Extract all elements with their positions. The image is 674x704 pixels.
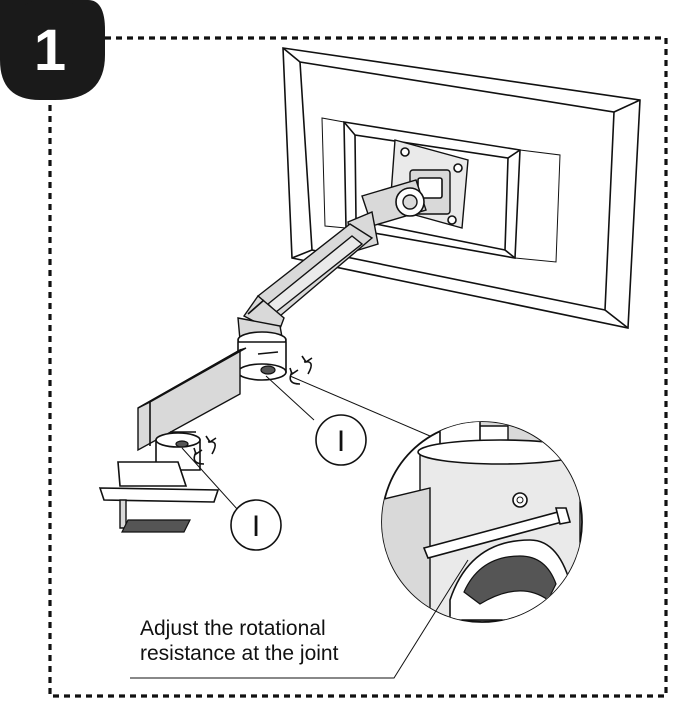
callout-label: I [337,425,345,458]
callout-line [181,447,239,511]
callout-line [265,375,315,421]
callout-bubble: I [315,414,367,466]
caption-line-1: Adjust the rotational [140,617,326,640]
lower-arm [137,347,247,452]
rotation-arrows-icon [193,435,217,465]
step-number: 1 [34,18,66,83]
rotation-arrows-icon [289,355,313,385]
elbow-joint [237,317,287,381]
callout-line [289,375,431,437]
caption-line-2: resistance at the joint [140,642,339,665]
step-badge: 1 [0,0,105,100]
dashed-frame [48,36,668,698]
caption-leader [130,581,455,679]
vesa-plate [389,139,469,229]
upper-arm [242,223,374,335]
caption-pointer [453,559,469,583]
desk-clamp [98,461,220,533]
callout-bubble: I [230,499,282,551]
detail-magnifier [381,421,583,623]
callout-label: I [252,510,260,543]
